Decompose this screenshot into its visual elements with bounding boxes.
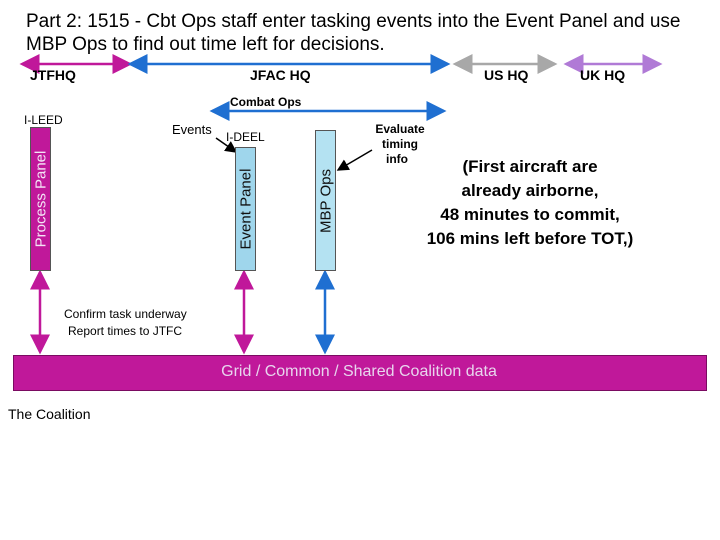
grid-data-bar	[13, 355, 707, 391]
grid-data-label: Grid / Common / Shared Coalition data	[221, 363, 497, 380]
timing-callout: (First aircraft are already airborne, 48…	[380, 155, 680, 251]
evaluate-line-1: Evaluate	[375, 122, 425, 136]
process-panel-label: Process Panel	[32, 150, 49, 248]
callout-line-1: (First aircraft are	[462, 157, 598, 176]
ideel-label: I-DEEL	[226, 130, 265, 144]
confirm-line-1: Confirm task underway	[64, 307, 187, 321]
page-title: Part 2: 1515 - Cbt Ops staff enter taski…	[26, 11, 681, 55]
process-panel: Process Panel	[30, 127, 51, 271]
mbp-ops-label: MBP Ops	[317, 168, 334, 233]
combat-ops-label: Combat Ops	[230, 95, 302, 109]
ileed-label: I-LEED	[24, 113, 63, 127]
coalition-label: The Coalition	[8, 406, 91, 422]
jfachq-label: JFAC HQ	[250, 67, 311, 83]
event-panel: Event Panel	[235, 147, 256, 271]
callout-line-3: 48 minutes to commit,	[440, 205, 620, 224]
ukhq-label: UK HQ	[580, 67, 626, 83]
callout-line-2: already airborne,	[461, 181, 599, 200]
jtfhq-label: JTFHQ	[30, 67, 76, 83]
evaluate-line-3: info	[386, 152, 408, 166]
events-arrow	[215, 137, 238, 153]
mbp-ops-panel: MBP Ops	[315, 130, 336, 271]
confirm-task-note: Confirm task underway Report times to JT…	[64, 306, 187, 340]
evaluate-line-2: timing	[382, 137, 418, 151]
confirm-line-2: Report times to JTFC	[68, 324, 183, 338]
ushq-label: US HQ	[484, 67, 529, 83]
callout-line-4: 106 mins left before TOT,)	[426, 229, 634, 248]
evaluate-arrow	[336, 149, 373, 171]
events-label: Events	[172, 122, 212, 137]
evaluate-timing-note: Evaluate timing info	[362, 122, 438, 167]
event-panel-label: Event Panel	[237, 168, 254, 250]
